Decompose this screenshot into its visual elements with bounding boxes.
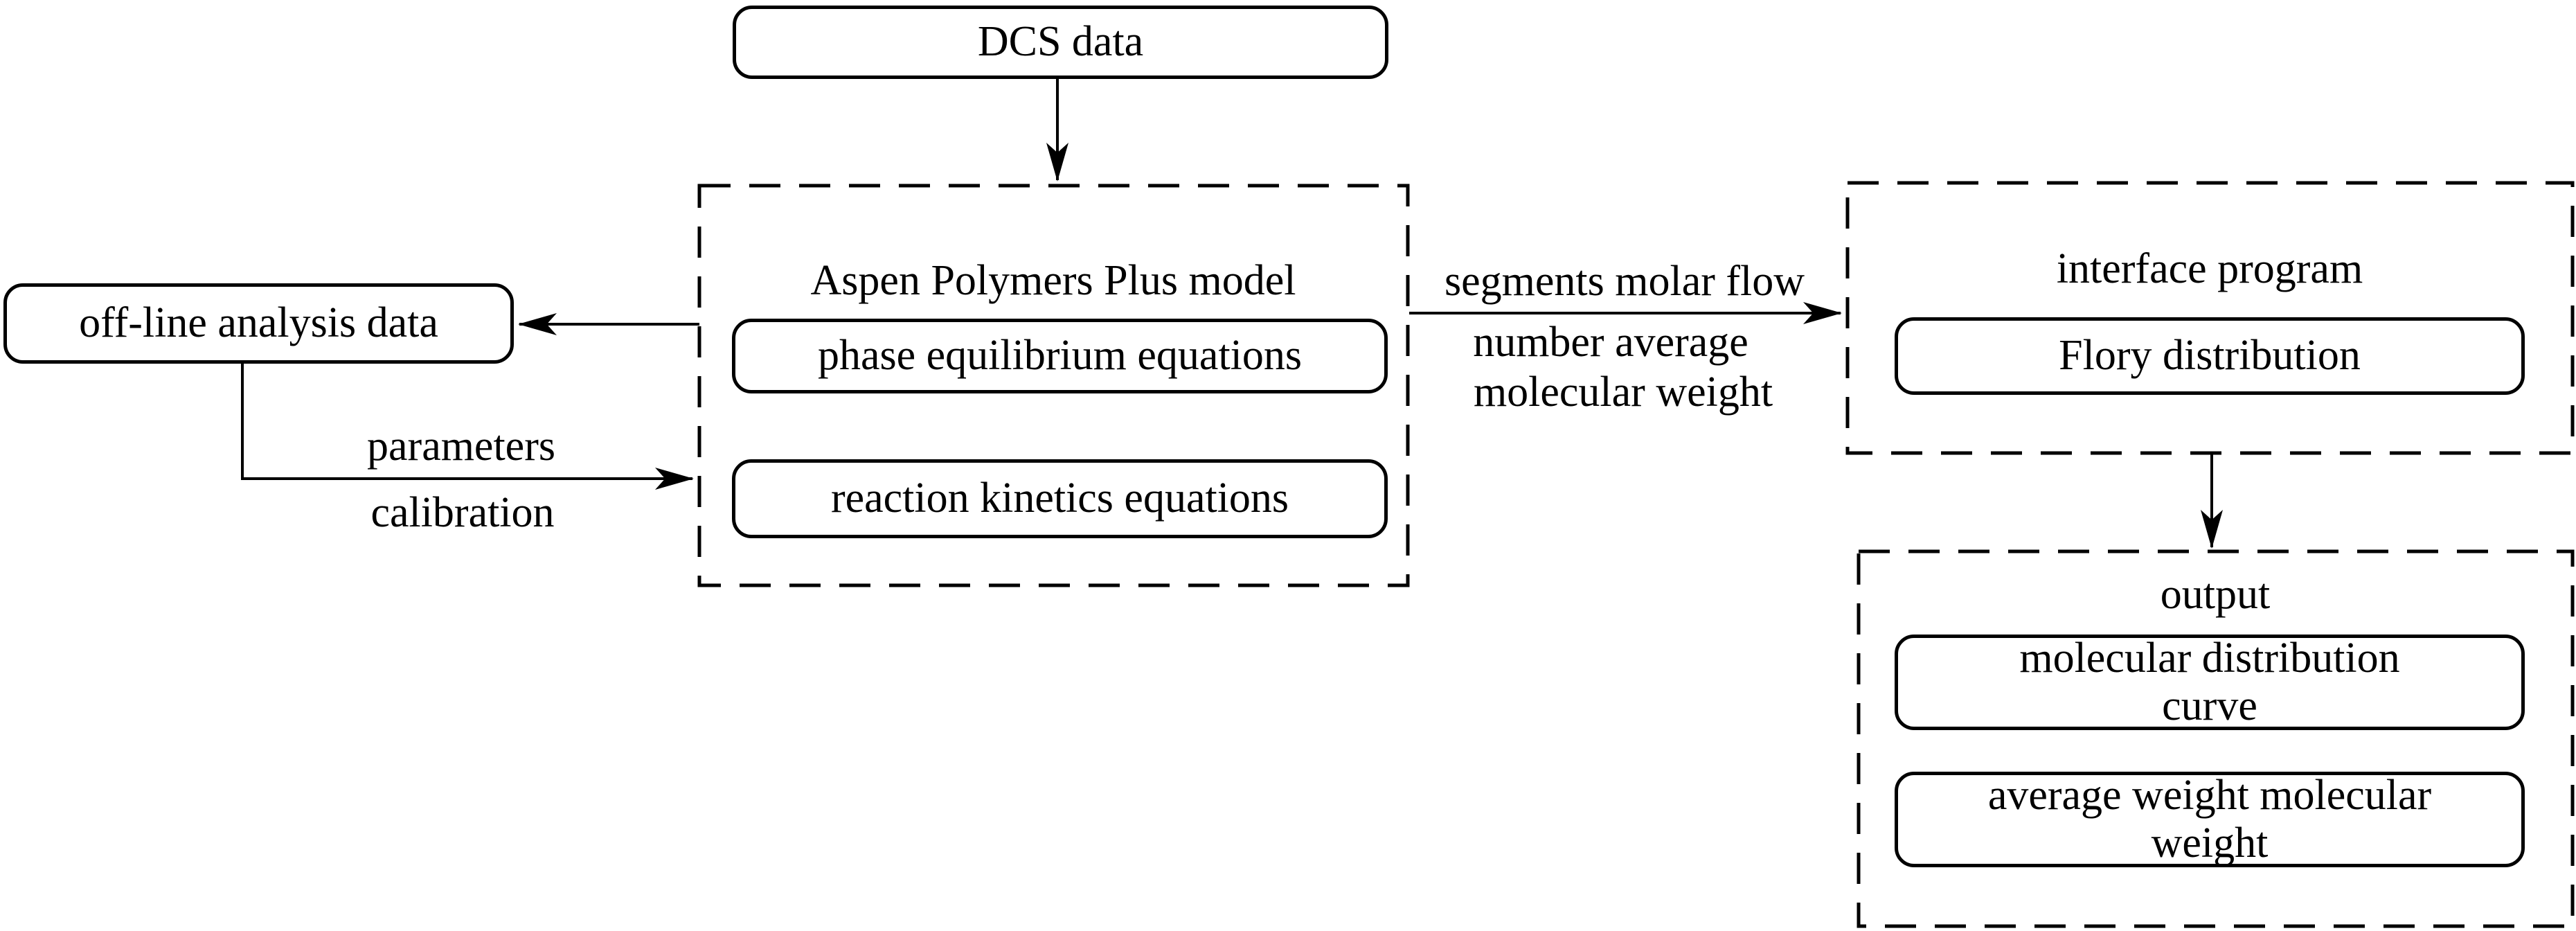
offline-analysis-data-label: off-line analysis data bbox=[79, 299, 438, 347]
reaction-kinetics-equations-box: reaction kinetics equations bbox=[732, 459, 1388, 538]
molecular-distribution-curve-line2: curve bbox=[2162, 682, 2257, 729]
interface-program-group-title: interface program bbox=[2056, 245, 2363, 292]
output-group-title: output bbox=[2160, 571, 2271, 618]
average-weight-molecular-weight-line2: weight bbox=[2151, 819, 2269, 867]
average-weight-molecular-weight-line1: average weight molecular bbox=[1987, 771, 2432, 819]
phase-equilibrium-equations-label: phase equilibrium equations bbox=[817, 332, 1303, 380]
calibration-edge-label-line1: parameters bbox=[367, 423, 555, 470]
interface-program-dashed-border bbox=[1845, 181, 2575, 455]
average-weight-molecular-weight-box: average weight molecular weight bbox=[1895, 772, 2525, 867]
arrow-offline-calibration-to-aspen-model bbox=[241, 364, 694, 490]
segments-flow-edge-label-line2: number average bbox=[1473, 319, 1748, 366]
calibration-edge-label-line2: calibration bbox=[370, 489, 555, 536]
segments-flow-edge-label-line3: molecular weight bbox=[1473, 369, 1773, 416]
reaction-kinetics-equations-label: reaction kinetics equations bbox=[830, 475, 1289, 522]
offline-analysis-data-box: off-line analysis data bbox=[3, 283, 514, 364]
aspen-model-dashed-border bbox=[697, 184, 1410, 587]
dcs-data-box: DCS data bbox=[733, 6, 1388, 79]
molecular-distribution-curve-line1: molecular distribution bbox=[2019, 634, 2400, 682]
segments-flow-edge-label-line1: segments molar flow bbox=[1444, 258, 1805, 305]
phase-equilibrium-equations-box: phase equilibrium equations bbox=[732, 319, 1388, 393]
flory-distribution-box: Flory distribution bbox=[1895, 317, 2525, 395]
aspen-model-group-title: Aspen Polymers Plus model bbox=[810, 257, 1296, 304]
output-dashed-border bbox=[1857, 549, 2575, 928]
dcs-data-label: DCS data bbox=[977, 18, 1144, 66]
flory-distribution-label: Flory distribution bbox=[2059, 332, 2361, 380]
molecular-distribution-curve-box: molecular distribution curve bbox=[1895, 635, 2525, 730]
